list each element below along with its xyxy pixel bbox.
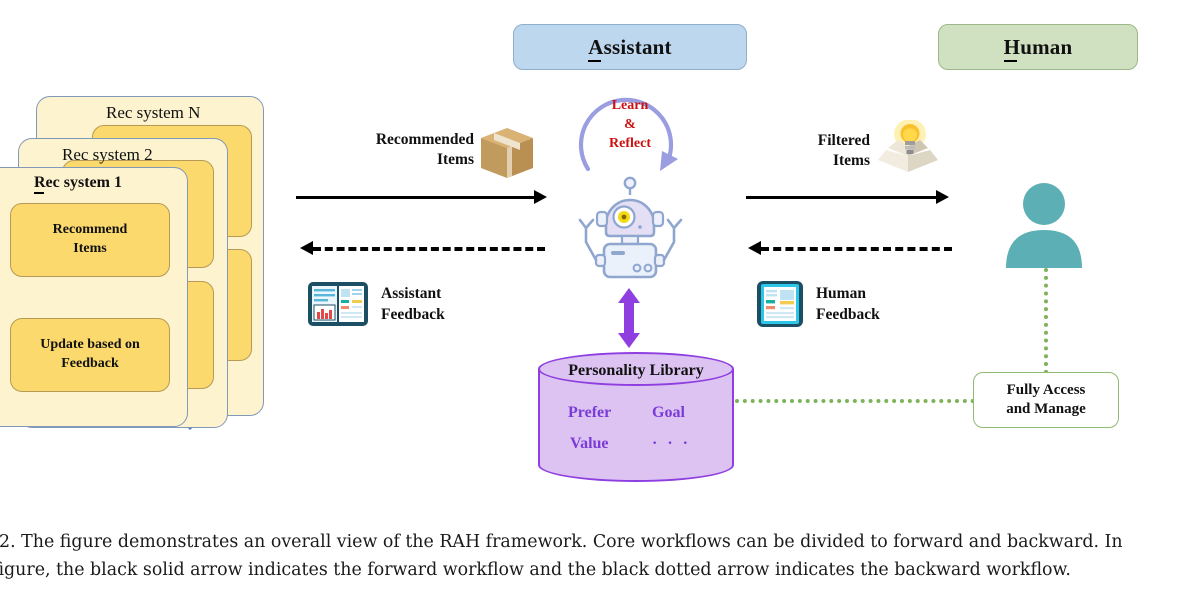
assistant-role-label: Assistant [588,34,672,62]
caption-line-2: s figure, the black solid arrow indicate… [0,560,1071,581]
learn-reflect-loop-arrow [578,97,678,172]
library-item-ellipsis: · · · [652,435,692,452]
recommend-items-block[interactable]: Recommend Items [10,203,170,277]
update-based-on-feedback-block[interactable]: Update based on Feedback [10,318,170,392]
library-item-prefer: Prefer [568,404,612,421]
library-access-connector [735,399,975,403]
form-document-icon [757,281,803,327]
backward-arrow-right-line [761,247,952,251]
update-feedback-label: Update based on Feedback [11,319,169,391]
filtered-items-line1: Filtered [817,132,870,149]
open-box-lightbulb-icon [878,120,938,172]
personality-library-title: Personality Library [568,362,704,379]
human-role-box[interactable]: Human [938,24,1138,70]
recommended-items-line1: Recommended [375,131,474,148]
learn-reflect-label: Learn & Reflect [586,97,674,154]
person-icon [1006,183,1082,268]
forward-arrow-right-head [936,190,949,204]
learn-reflect-line1: Learn [611,98,649,113]
human-feedback-line1: Human [816,285,866,302]
closed-box-icon [481,128,533,178]
library-item-goal: Goal [652,404,685,421]
filtered-items-label: Filtered Items [760,131,870,171]
update-feedback-line2: Feedback [61,356,119,371]
dashboard-report-icon [308,282,368,326]
recommend-items-line2: Items [73,241,107,256]
update-feedback-line1: Update based on [40,337,140,353]
forward-arrow-right-line [746,196,936,199]
assistant-role-box[interactable]: Assistant [513,24,747,70]
fully-access-line1: Fully Access [1006,381,1086,398]
backward-arrow-left-head [300,241,313,255]
learn-reflect-line3: Reflect [609,135,651,151]
recommend-items-line1: Recommend [52,222,128,238]
fully-access-and-manage-box[interactable]: Fully Access and Manage [973,372,1119,428]
forward-arrow-left-line [296,196,534,199]
fully-access-line2: and Manage [1006,401,1086,417]
backward-arrow-right-head [748,241,761,255]
assistant-feedback-line2: Feedback [381,305,445,323]
robot-icon [578,176,683,279]
assistant-library-double-arrow [618,288,640,348]
caption-line-1: . 2. The figure demonstrates an overall … [0,532,1123,552]
rec-system-card-n-title: Rec system N [106,103,201,122]
recommended-items-label: Recommended Items [302,130,474,170]
human-feedback-line2: Feedback [816,305,880,323]
human-role-label: Human [1003,34,1073,62]
learn-reflect-line2: & [624,116,636,132]
recommend-items-label: Recommend Items [11,204,169,276]
personality-library-cylinder[interactable]: Personality Library Prefer Goal Value · … [538,352,734,482]
filtered-items-line2: Items [832,152,870,170]
backward-arrow-left-line [313,247,545,251]
assistant-feedback-line1: Assistant [381,285,442,302]
rec-system-card-2-title: Rec system 2 [62,145,153,164]
recommended-items-line2: Items [436,151,474,169]
figure-caption: . 2. The figure demonstrates an overall … [0,528,1200,584]
rec-system-card-1-title: Rec system 1 [34,174,1200,194]
forward-arrow-left-head [534,190,547,204]
person-access-connector [1044,268,1048,374]
assistant-feedback-label: Assistant Feedback [381,284,445,326]
library-item-value: Value [570,435,609,452]
cylinder-top [538,352,734,386]
human-feedback-label: Human Feedback [816,284,880,326]
